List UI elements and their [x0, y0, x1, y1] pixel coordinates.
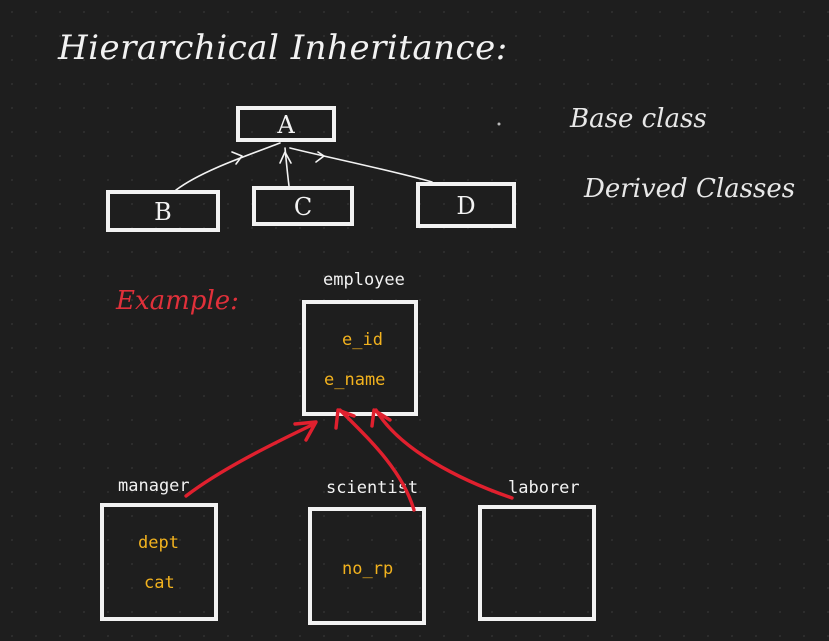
arrow-laborer-to-employee	[374, 408, 514, 500]
scientist-attr-no-rp: no_rp	[342, 559, 394, 579]
class-d-name: D	[456, 192, 476, 220]
class-box-b: B	[106, 190, 220, 232]
manager-class-name: manager	[118, 476, 190, 496]
manager-attr-cat: cat	[144, 573, 175, 593]
class-box-c: C	[252, 186, 354, 226]
employee-attr-e-name: e_name	[324, 370, 386, 390]
arrowhead-b	[231, 151, 243, 165]
laborer-class-name: laborer	[508, 478, 580, 498]
scientist-class-name: scientist	[326, 478, 419, 498]
class-c-name: C	[293, 193, 313, 221]
page-title: Hierarchical Inheritance:	[58, 28, 508, 68]
arrow-c-to-a	[284, 147, 290, 187]
class-box-d: D	[416, 182, 516, 228]
employee-box: e_id e_name	[302, 300, 418, 416]
class-box-a: A	[236, 106, 336, 142]
arrow-manager-to-employee	[184, 422, 316, 498]
manager-attr-dept: dept	[138, 533, 179, 553]
base-class-label: Base class	[570, 104, 707, 134]
arrowhead-scientist	[334, 408, 356, 430]
manager-box: dept cat	[100, 503, 218, 621]
arrow-b-to-a	[175, 142, 281, 191]
arrowhead-d	[315, 151, 325, 163]
example-label: Example:	[116, 286, 239, 316]
arrowhead-c	[279, 151, 292, 164]
stray-dot	[497, 122, 501, 126]
arrowhead-laborer	[370, 408, 392, 428]
employee-class-name: employee	[323, 270, 405, 290]
class-a-name: A	[277, 111, 295, 139]
derived-classes-label: Derived Classes	[584, 174, 796, 204]
scientist-box: no_rp	[308, 507, 426, 625]
employee-attr-e-id: e_id	[342, 330, 383, 350]
arrow-scientist-to-employee	[338, 408, 416, 512]
arrow-d-to-a	[289, 147, 433, 183]
arrowhead-manager	[293, 420, 318, 442]
laborer-box	[478, 505, 596, 621]
class-b-name: B	[154, 198, 172, 226]
